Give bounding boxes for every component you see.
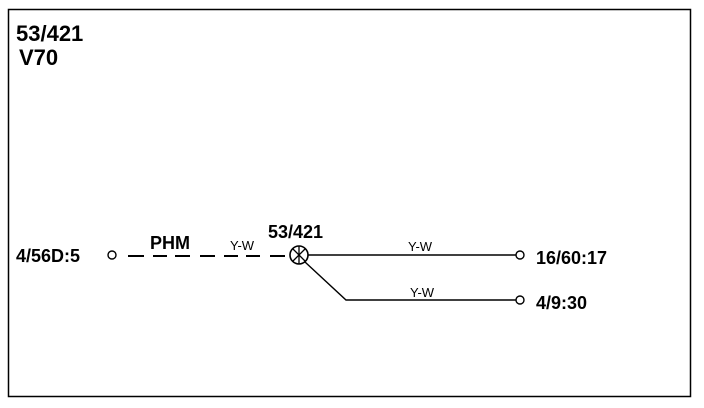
- terminal-right-top: [515, 250, 525, 260]
- wire-bottom: [304, 261, 516, 301]
- diagram-frame: [7, 8, 692, 398]
- wire-color-bottom: Y-W: [410, 285, 435, 300]
- splice-label: 53/421: [268, 222, 323, 242]
- diagram-title-line1: 53/421: [16, 21, 83, 46]
- terminal-left: [107, 250, 117, 260]
- wire-color-left: Y-W: [230, 238, 255, 253]
- terminal-label-right-bottom: 4/9:30: [536, 293, 587, 313]
- terminal-right-bottom: [515, 295, 525, 305]
- diagram-title-line2: V70: [19, 45, 58, 70]
- terminal-label-right-top: 16/60:17: [536, 248, 607, 268]
- terminal-label-left: 4/56D:5: [16, 246, 80, 266]
- splice-icon: [289, 245, 309, 265]
- wire-color-top: Y-W: [408, 239, 433, 254]
- component-label-phm: PHM: [150, 233, 190, 253]
